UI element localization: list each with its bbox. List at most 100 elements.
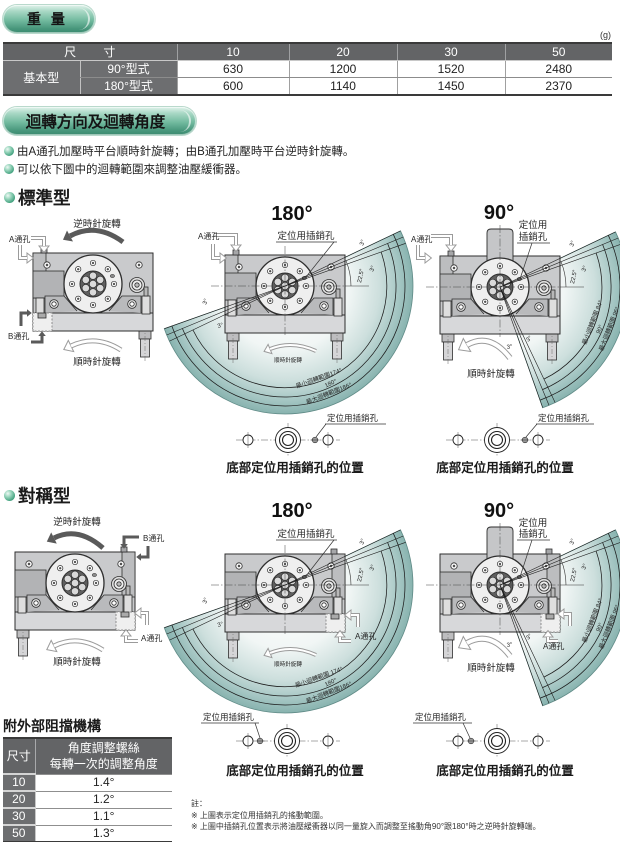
center-bore-ring [281,433,295,447]
shock-absorber-tip [550,289,556,300]
standard-side-body-layer [32,247,154,361]
hole-center [73,560,77,564]
weight-value: 600 [176,77,289,96]
bullet-text: 可以依下圖中的迴轉範圍來調整油壓緩衝器。 [17,164,247,176]
cw-rotation-label: 順時針旋轉 [73,356,121,368]
cylinder-block [439,571,472,600]
hole-center [452,564,456,568]
range-limit-line [499,244,620,288]
arrow-head [120,544,128,549]
angle-cell: 1.4° [35,773,172,791]
hole-center [484,569,487,572]
port-a-arrow [431,234,458,253]
pin-label-leader [462,722,471,739]
pin-hole-pattern [236,423,340,457]
arrow-shaft [212,244,220,259]
model-type-label: 90°型式 [79,60,177,78]
size-column-header: 50 [504,42,612,61]
hole-center [536,602,542,608]
cw-rotation-label: 順時針旋轉 [467,662,515,674]
hub-hole [273,576,282,585]
arrow-shaft [52,531,105,550]
subsection-symmetric: 對稱型 [4,484,71,506]
actuator-body [14,546,136,660]
cw-rotation-label: 順時針旋轉 [274,356,302,364]
hub-hole [96,275,105,284]
bullet-icon [4,191,15,203]
hub-hole [88,271,98,280]
external-stopper-title: 附外部阻擋機構 [3,718,101,734]
hub-hole [288,286,297,295]
port-a-label: A通孔 [543,641,564,651]
hub-hole [81,284,90,293]
shock-absorber-tip [335,587,341,598]
size-cell: 10 [3,773,36,791]
angle-cell: 1.3° [35,824,172,842]
hub-hole [70,587,80,596]
external-stopper-table: 尺寸 角度調整螺絲 每轉一次的調整角度 10 1.4° 20 1.2° 30 1… [3,737,172,842]
arrow-shaft-outline [31,236,46,246]
hole-center [91,303,95,307]
port-a-arrow [31,236,51,254]
model-type-label: 180°型式 [79,77,177,96]
shock-absorber-tip [550,587,556,598]
port-a-label: A通孔 [411,234,432,244]
adjust-angle-header: 角度調整螺絲 每轉一次的調整角度 [35,737,172,774]
pill-gloss [74,8,90,30]
shock-absorber-left [17,596,27,614]
nominal-range-label: 180° [324,678,338,689]
arrow-shaft [351,614,359,627]
weight-table-header-row: 尺 寸 10 20 30 50 [3,42,612,61]
weight-row-180: 180°型式 600 1140 1450 2370 [3,77,612,96]
stopper-row: 20 1.2° [3,790,172,808]
port-a-arrow [556,607,572,626]
hub-hole [63,574,72,583]
hole-center [52,581,56,585]
weight-value: 1200 [288,60,397,78]
notes: 註： ※ 上圖表示定位用插銷孔的搖動範圍。 ※ 上圖中插銷孔位置表示將油壓緩衝器… [191,798,541,833]
offset-angle-label: 3° [369,564,377,572]
size-column-header: 30 [396,42,505,61]
cw-rotation-arrow [457,635,513,658]
nominal-range-label: 90° [596,622,605,633]
subsection-standard: 標準型 [4,186,71,208]
hole-center [513,569,516,572]
pin-hole-label: 定位用插銷孔 [203,712,255,722]
port-bore [541,285,547,291]
standard-180-body-layer [211,246,346,363]
cw-rotation-label: 順時針旋轉 [467,368,515,380]
nominal-range-arc [542,542,612,688]
view-title-90: 90° [484,202,514,224]
stopper-row: 10 1.4° [3,773,172,791]
arrow-head [229,244,243,253]
range-limit-line [164,542,406,628]
offset-angle-label: 3° [217,621,225,628]
pin-hole-pattern [236,724,340,758]
hole-center [237,265,241,269]
standard-90-view: 90° 定位用 插銷孔 A通孔 3° 3° 22.5° 3° 3° 順時針旋轉 … [411,202,620,409]
actuator-body [211,246,346,363]
hole-center [77,297,80,300]
arrow-head [424,251,433,265]
offset-angle-label: 3° [569,240,577,248]
size-header-cell: 尺 寸 [3,42,177,61]
note-item: ※ 上圖中插銷孔位置表示將油壓緩衝器以同一量旋入而調整至搖動角90°跟180°時… [191,822,541,831]
pin-label-leader [315,423,327,438]
nominal-range-arc [182,243,397,398]
arrow-head [444,244,458,253]
pin-hole-label: 定位用插銷孔 [277,528,335,540]
offset-angle-label: 3° [202,597,210,605]
arrow-head [46,532,57,544]
size-header: 尺寸 [3,737,36,774]
note-item: ※ 上圖表示定位用插銷孔的搖動範圍。 [191,810,328,820]
hole-center [484,271,487,274]
size-column-header: 20 [288,42,397,61]
arrow-shaft [125,636,138,642]
arrow-shaft [564,613,571,626]
hole-center [298,299,301,302]
cylinder-block [439,273,472,302]
range-limit-line [499,286,543,408]
pin-hole-pattern [446,423,550,457]
offset-angle-label: 3° [569,538,577,546]
arrow-shaft [431,235,452,245]
